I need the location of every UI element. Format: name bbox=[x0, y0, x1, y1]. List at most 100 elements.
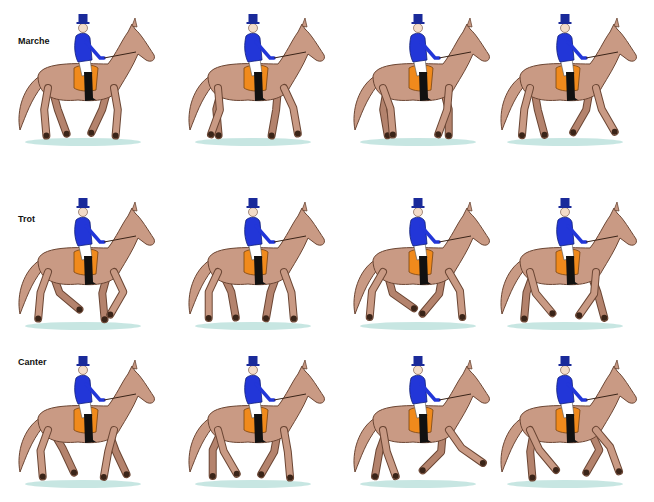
horse-leg-outline bbox=[114, 88, 118, 136]
hoof bbox=[43, 133, 49, 139]
horse-rider bbox=[189, 356, 324, 472]
horse-frame bbox=[19, 356, 154, 488]
horse-leg bbox=[41, 430, 49, 477]
hoof bbox=[612, 129, 618, 135]
horse-leg-outline bbox=[530, 430, 556, 470]
hoof bbox=[206, 315, 212, 321]
horse-leg-outline bbox=[110, 272, 123, 315]
horse-leg bbox=[530, 272, 552, 313]
ground-shadow bbox=[507, 138, 623, 146]
ground-shadow bbox=[360, 480, 476, 488]
horse-leg bbox=[383, 88, 393, 135]
hoof bbox=[446, 132, 452, 138]
hoof bbox=[601, 315, 607, 321]
hoof bbox=[210, 473, 216, 479]
horse-leg-outline bbox=[370, 272, 383, 317]
horse-frame bbox=[19, 198, 154, 330]
horse-leg-outline bbox=[530, 272, 552, 313]
horse-leg bbox=[530, 430, 556, 470]
horse-rider bbox=[501, 198, 636, 314]
hoof bbox=[71, 470, 77, 476]
ground-shadow bbox=[195, 138, 311, 146]
hoof bbox=[521, 316, 527, 322]
horse-leg bbox=[211, 88, 220, 134]
ground-shadow bbox=[25, 138, 141, 146]
horse-leg bbox=[370, 272, 383, 317]
horse-leg bbox=[284, 272, 294, 319]
horse-leg bbox=[438, 88, 449, 134]
horse-leg bbox=[284, 88, 298, 134]
hoof bbox=[372, 473, 378, 479]
horse-rider bbox=[354, 356, 489, 472]
horse-leg-outline bbox=[438, 88, 449, 134]
ground-shadow bbox=[360, 322, 476, 330]
horse-leg-outline bbox=[211, 88, 220, 134]
horse-leg-outline bbox=[209, 272, 218, 318]
horse-frame bbox=[501, 356, 636, 488]
horse-frame bbox=[189, 198, 324, 330]
hoof bbox=[234, 471, 240, 477]
horse-leg bbox=[218, 430, 237, 474]
ground-shadow bbox=[25, 322, 141, 330]
ground-shadow bbox=[195, 480, 311, 488]
hoof bbox=[269, 133, 275, 139]
horse-frame bbox=[501, 198, 636, 330]
gait-label: Trot bbox=[18, 214, 35, 224]
horse-leg bbox=[38, 272, 48, 319]
hoof bbox=[35, 316, 41, 322]
horse-leg bbox=[449, 272, 462, 317]
ground-shadow bbox=[507, 480, 623, 488]
gait-label: Canter bbox=[18, 357, 47, 367]
hoof bbox=[420, 467, 426, 473]
hoof bbox=[208, 131, 214, 137]
horse-leg bbox=[44, 88, 48, 136]
hoof bbox=[295, 131, 301, 137]
horse-frame bbox=[189, 14, 324, 146]
horse-rider bbox=[19, 14, 154, 130]
horse-leg-outline bbox=[449, 272, 462, 317]
hoof bbox=[583, 470, 589, 476]
horse-leg-outline bbox=[383, 430, 396, 476]
ground-shadow bbox=[360, 138, 476, 146]
hoof bbox=[435, 131, 441, 137]
horse-leg-outline bbox=[579, 272, 596, 315]
horse-leg-outline bbox=[41, 430, 49, 477]
hoof bbox=[480, 460, 486, 466]
hoof bbox=[113, 133, 119, 139]
hoof bbox=[459, 314, 465, 320]
horse-leg bbox=[522, 88, 530, 135]
gait-label: Marche bbox=[18, 36, 50, 46]
hoof bbox=[549, 310, 555, 316]
horse-frame bbox=[354, 14, 489, 146]
horse-frame bbox=[19, 14, 154, 146]
hoof bbox=[107, 312, 113, 318]
horse-leg bbox=[114, 88, 118, 136]
horse-rider bbox=[354, 14, 489, 130]
horse-rider bbox=[189, 14, 324, 130]
horse-leg-outline bbox=[596, 430, 619, 471]
horse-frame bbox=[354, 356, 489, 488]
horse-frame bbox=[354, 198, 489, 330]
hoof bbox=[102, 316, 108, 322]
horse-leg-outline bbox=[284, 272, 294, 319]
hoof bbox=[390, 132, 396, 138]
horse-leg-outline bbox=[38, 272, 48, 319]
hoof bbox=[64, 131, 70, 137]
hoof bbox=[616, 468, 622, 474]
horse-leg-outline bbox=[284, 430, 290, 478]
horse-leg bbox=[579, 272, 596, 315]
horse-leg bbox=[449, 430, 483, 463]
horse-leg-outline bbox=[218, 430, 237, 474]
hoof bbox=[216, 132, 222, 138]
hoof bbox=[411, 305, 417, 311]
horse-leg bbox=[596, 430, 619, 471]
hoof bbox=[367, 314, 373, 320]
hoof bbox=[287, 475, 293, 481]
horse-leg bbox=[110, 272, 123, 315]
hoof bbox=[393, 473, 399, 479]
hoof bbox=[519, 132, 525, 138]
horse-leg bbox=[104, 430, 114, 477]
horse-leg-outline bbox=[104, 430, 114, 477]
ground-shadow bbox=[195, 322, 311, 330]
